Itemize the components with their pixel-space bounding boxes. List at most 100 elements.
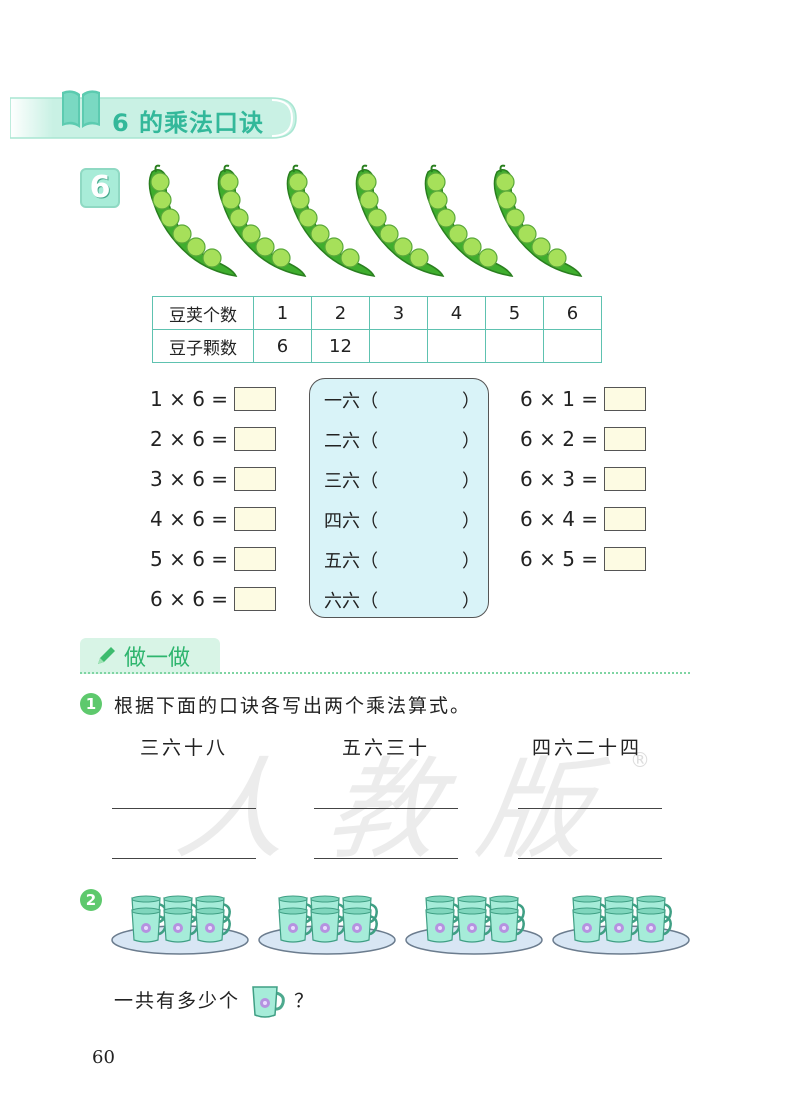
- answer-line[interactable]: [314, 858, 458, 859]
- answer-box[interactable]: [234, 427, 277, 451]
- book-icon: [62, 90, 100, 128]
- table-cell: 4: [427, 296, 486, 330]
- pea: [547, 248, 567, 268]
- pea: [428, 190, 448, 210]
- table-cell: 6: [253, 329, 312, 363]
- table-row: 豆荚个数 1 2 3 4 5 6: [152, 296, 602, 330]
- pea: [229, 208, 249, 228]
- close-paren: ）: [462, 591, 480, 612]
- pea: [186, 237, 206, 257]
- mnemonic-row[interactable]: 六六（ ）: [324, 587, 480, 617]
- equation-text: 6 × 2 =: [520, 427, 599, 451]
- cup: [195, 907, 231, 943]
- answer-line[interactable]: [112, 858, 256, 859]
- table-cell: 3: [369, 296, 428, 330]
- equation-row: 4 × 6 =: [150, 504, 277, 534]
- pea: [367, 208, 387, 228]
- answer-box[interactable]: [604, 427, 647, 451]
- cup: [604, 907, 640, 943]
- answer-line[interactable]: [314, 808, 458, 809]
- answer-box[interactable]: [234, 467, 277, 491]
- equation-text: 6 × 3 =: [520, 467, 599, 491]
- equation-row: 6 × 2 =: [520, 424, 647, 454]
- cup: [425, 907, 461, 943]
- answer-line[interactable]: [518, 808, 662, 809]
- equation-row: 6 × 6 =: [150, 584, 277, 614]
- equation-row: 3 × 6 =: [150, 464, 277, 494]
- cup-tray: [258, 895, 396, 955]
- pea: [379, 224, 399, 244]
- mnemonic-row[interactable]: 三六（ ）: [324, 467, 480, 497]
- equation-row: 6 × 4 =: [520, 504, 647, 534]
- table-cell: 1: [253, 296, 312, 330]
- equation-text: 4 × 6 =: [150, 507, 229, 531]
- mnemonic-label: 三六（: [324, 471, 378, 492]
- pea: [172, 224, 192, 244]
- equation-row: 6 × 1 =: [520, 384, 647, 414]
- equation-text: 5 × 6 =: [150, 547, 229, 571]
- answer-cell[interactable]: [369, 329, 428, 363]
- answer-cell[interactable]: [543, 329, 602, 363]
- answer-box[interactable]: [234, 507, 277, 531]
- pea: [255, 237, 275, 257]
- mnemonic-label: 五六（: [324, 551, 378, 572]
- cup-icon: [252, 986, 285, 1018]
- cup: [131, 907, 167, 943]
- answer-cell[interactable]: [485, 329, 544, 363]
- answer-box[interactable]: [604, 387, 647, 411]
- pea: [359, 190, 379, 210]
- cup-trays-illustration: [110, 888, 700, 958]
- answer-box[interactable]: [234, 387, 277, 411]
- page-title: 6 的乘法口诀: [112, 109, 265, 137]
- answer-line[interactable]: [518, 858, 662, 859]
- pea-pod: [286, 164, 376, 277]
- answer-box[interactable]: [234, 547, 277, 571]
- pea: [505, 208, 525, 228]
- answer-box[interactable]: [234, 587, 277, 611]
- pea: [288, 172, 308, 192]
- answer-box[interactable]: [604, 547, 647, 571]
- close-paren: ）: [462, 511, 480, 532]
- chant-text: 五六三十: [342, 737, 431, 759]
- pencil-icon: [98, 647, 115, 664]
- row-header-beans: 豆子颗数: [152, 329, 254, 363]
- pea: [495, 172, 515, 192]
- mnemonic-row[interactable]: 五六（ ）: [324, 547, 480, 577]
- chant-text: 三六十八: [140, 737, 229, 759]
- left-equations: 1 × 6 = 2 × 6 = 3 × 6 = 4 × 6 = 5 × 6 = …: [150, 384, 277, 614]
- equation-row: 2 × 6 =: [150, 424, 277, 454]
- doit-label: 做一做: [124, 646, 191, 671]
- cup: [163, 907, 199, 943]
- registered-mark: ®: [630, 748, 650, 772]
- cup: [457, 907, 493, 943]
- close-paren: ）: [462, 551, 480, 572]
- equation-text: 6 × 6 =: [150, 587, 229, 611]
- cup-tray: [111, 895, 249, 955]
- question-number-1: 1: [80, 693, 102, 715]
- question-2-text: 一共有多少个 ？: [114, 983, 315, 1021]
- cup: [489, 907, 525, 943]
- answer-cell[interactable]: [427, 329, 486, 363]
- mnemonic-row[interactable]: 一六（）: [324, 387, 480, 417]
- mnemonic-label: 六六（: [324, 591, 378, 612]
- mnemonic-row[interactable]: 二六（）: [324, 427, 480, 457]
- table-cell: 2: [311, 296, 370, 330]
- mnemonic-label: 四六（: [324, 511, 378, 532]
- answer-box[interactable]: [604, 507, 647, 531]
- cup: [636, 907, 672, 943]
- cup: [342, 907, 378, 943]
- pea: [271, 248, 291, 268]
- close-paren: ）: [462, 471, 480, 492]
- table-row: 豆子颗数 6 12: [152, 329, 602, 363]
- question-2-text-before: 一共有多少个: [114, 990, 241, 1012]
- cup: [310, 907, 346, 943]
- equation-row: 6 × 5 =: [520, 544, 647, 574]
- mnemonic-row[interactable]: 四六（ ）: [324, 507, 480, 537]
- pea: [448, 224, 468, 244]
- pea: [219, 172, 239, 192]
- answer-box[interactable]: [604, 467, 647, 491]
- pea-pod: [217, 164, 307, 277]
- equation-text: 6 × 1 =: [520, 387, 599, 411]
- answer-line[interactable]: [112, 808, 256, 809]
- pea: [298, 208, 318, 228]
